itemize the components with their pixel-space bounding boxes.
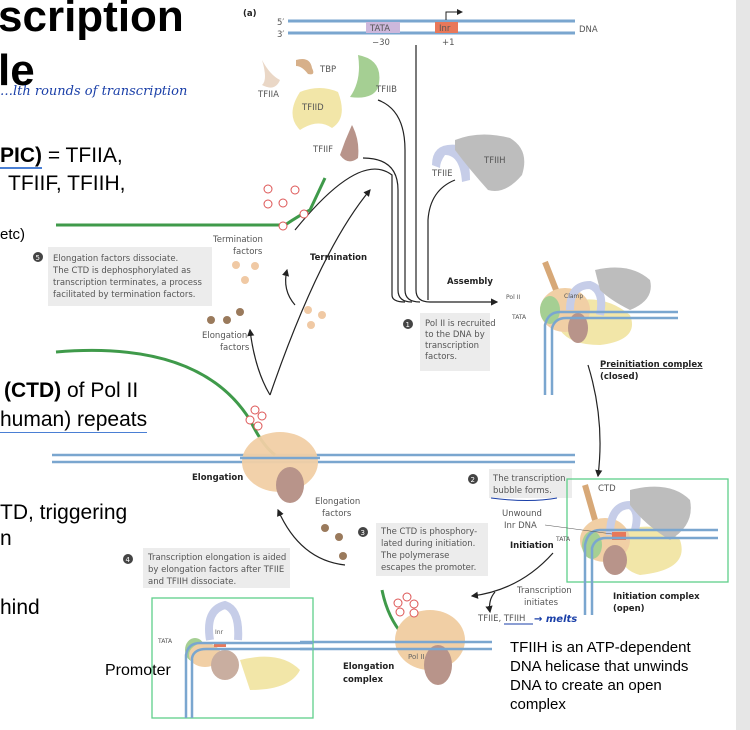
diagram-label: +1 bbox=[442, 38, 455, 48]
diagram-label: 1 bbox=[406, 321, 410, 329]
tfiih-note: TFIIH is an ATP-dependent DNA helicase t… bbox=[510, 639, 691, 713]
diagram-label: 5′ bbox=[277, 18, 284, 28]
diagram-label: TFIID bbox=[301, 103, 324, 113]
promoter-dna bbox=[288, 9, 575, 35]
diagram-label: Termination bbox=[310, 253, 367, 263]
diagram-label: TFIIA bbox=[257, 90, 279, 100]
inr-box bbox=[435, 22, 458, 33]
diagram-label: The CTD is phosphory-lated during initia… bbox=[380, 527, 477, 573]
diagram-label: Elongation factors dissociate.The CTD is… bbox=[52, 254, 202, 300]
diagram-label: Clamp bbox=[564, 293, 583, 300]
diagram-label: TFIIH bbox=[483, 156, 506, 166]
pic-line1: PIC) = TFIIA, bbox=[0, 144, 123, 169]
step2-box bbox=[489, 469, 572, 498]
tfiib-shape bbox=[350, 55, 380, 98]
ctd-line1: (CTD) of Pol II bbox=[4, 379, 139, 402]
step1-box bbox=[420, 313, 490, 371]
handwritten-note: …lth rounds of transcription bbox=[0, 84, 188, 99]
elongation-factor-balls bbox=[321, 524, 347, 560]
diagram-label: TATA bbox=[369, 24, 390, 34]
tfiia-shape bbox=[262, 60, 280, 88]
step5-box bbox=[48, 247, 212, 306]
promoter-highlight bbox=[151, 597, 314, 719]
slide-title-line1: scription bbox=[0, 0, 184, 41]
trigger-line1: TD, triggering bbox=[0, 501, 128, 524]
trigger-line2: n bbox=[0, 527, 12, 550]
start-arrow-icon bbox=[445, 9, 463, 20]
diagram-label: TFIIF bbox=[312, 145, 333, 155]
diagram-label: TATA bbox=[157, 638, 173, 645]
promoter-complex bbox=[184, 600, 313, 718]
diagram-label: TFIIE, TFIIH bbox=[477, 614, 525, 624]
initiation-complex bbox=[580, 484, 718, 615]
promoter-label: Promoter bbox=[105, 662, 171, 679]
tata-box bbox=[366, 22, 400, 33]
assembly-arrows bbox=[294, 45, 499, 306]
phospho-group-icons bbox=[393, 592, 419, 618]
diagram-label: 2 bbox=[471, 476, 475, 484]
preinitiation-complex bbox=[540, 260, 678, 395]
diagram-label: TFIIB bbox=[375, 85, 397, 95]
diagram-label: Initiation complex(open) bbox=[613, 592, 700, 614]
diagram-label: TATA bbox=[511, 314, 527, 321]
panel-label: (a) bbox=[243, 9, 257, 19]
diagram-label: Pol II bbox=[506, 294, 520, 301]
pic-label: Preinitiation complex(closed) bbox=[600, 360, 703, 382]
pic-line2: TFIIF, TFIIH, bbox=[8, 172, 126, 195]
diagram-label: Elongation bbox=[192, 473, 243, 483]
step3-box bbox=[376, 523, 488, 576]
diagram-label: 4 bbox=[126, 556, 131, 564]
open-complex-highlight bbox=[566, 478, 729, 583]
elongation-stage bbox=[52, 348, 575, 503]
diagram-label: 3′ bbox=[277, 30, 284, 40]
diagram-label: Initiation bbox=[510, 541, 554, 551]
diagram-label: CTD bbox=[598, 484, 616, 494]
tfiif-shape bbox=[340, 125, 359, 162]
ctd-line2: human) repeats bbox=[0, 408, 148, 433]
melts-annotation: → melts bbox=[534, 614, 577, 625]
diagram-label: Pol II bbox=[408, 653, 425, 661]
tbp-shape bbox=[296, 59, 314, 75]
step1-badge bbox=[403, 319, 413, 329]
tfiid-shape bbox=[292, 88, 342, 130]
diagram-label: 5 bbox=[36, 254, 40, 262]
diagram-label: TBP bbox=[319, 65, 336, 75]
diagram-label: 3 bbox=[361, 529, 365, 537]
diagram-label: TFIIE bbox=[431, 169, 452, 179]
diagram-label: Inr bbox=[215, 629, 224, 636]
unwind-text: hind bbox=[0, 596, 40, 619]
elongation-complex bbox=[300, 589, 492, 685]
diagram-label: TATA bbox=[555, 536, 571, 543]
diagram-label: DNA bbox=[579, 25, 598, 35]
scrollbar[interactable] bbox=[736, 0, 750, 730]
tfiih-shape bbox=[455, 134, 525, 191]
step4-box bbox=[143, 548, 290, 588]
cycle-arrow bbox=[277, 508, 346, 566]
slide-title-line2: le bbox=[0, 46, 35, 95]
diagram-label: Assembly bbox=[447, 277, 493, 287]
etc-text: etc) bbox=[0, 226, 26, 243]
diagram-label: Inr bbox=[439, 24, 451, 34]
released-phospho-icons bbox=[263, 184, 309, 231]
diagram-label: −30 bbox=[372, 38, 390, 48]
